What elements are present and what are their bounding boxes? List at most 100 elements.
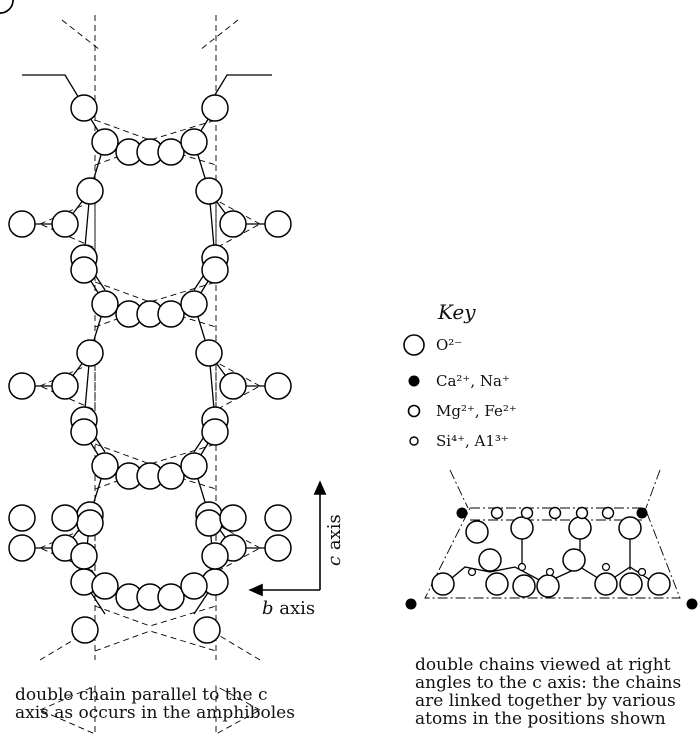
b-axis-letter: b: [262, 598, 274, 619]
c-axis-letter: c: [324, 555, 345, 566]
key-title: Key: [438, 300, 476, 324]
oxygen-atom: [264, 372, 292, 400]
oxygen-atom: [157, 300, 185, 328]
magnesium-iron-atom: [490, 506, 504, 520]
oxygen-atom: [70, 418, 98, 446]
end-view-cross-section: [405, 469, 698, 610]
oxygen-atom: [193, 616, 221, 644]
calcium-sodium-atom: [456, 507, 468, 519]
oxygen-atom: [619, 572, 643, 596]
oxygen-atom: [0, 0, 14, 14]
dash-dot-line: [645, 469, 661, 509]
oxygen-atom: [180, 452, 208, 480]
calcium-sodium-atom: [686, 598, 698, 610]
caption-left: double chain parallel to the c axis as o…: [15, 685, 295, 723]
double-chain-view: [0, 0, 292, 735]
oxygen-atom: [71, 616, 99, 644]
dashed-link: [94, 630, 217, 652]
calcium-sodium-icon: [408, 375, 420, 387]
magnesium-iron-atom: [548, 506, 562, 520]
dashed-link: [94, 144, 217, 166]
oxygen-atom: [512, 574, 536, 598]
oxygen-atom: [264, 534, 292, 562]
oxygen-atom: [647, 572, 671, 596]
caption-right: double chains viewed at right angles to …: [415, 655, 682, 729]
key-label-oxygen: O²⁻: [436, 336, 463, 354]
dashed-link: [61, 19, 101, 51]
b-axis-label: b axis: [262, 598, 315, 619]
oxygen-atom: [201, 94, 229, 122]
oxygen-atom: [219, 504, 247, 532]
dashed-link: [94, 306, 217, 328]
oxygen-atom: [8, 504, 36, 532]
oxygen-atom: [180, 290, 208, 318]
c-axis-word: axis: [324, 514, 345, 551]
oxygen-atom: [568, 516, 592, 540]
oxygen-icon: [403, 334, 425, 356]
oxygen-atom: [51, 504, 79, 532]
oxygen-atom: [562, 548, 586, 572]
dashed-link: [94, 468, 217, 490]
c-axis-label: c axis: [320, 510, 345, 570]
oxygen-atom: [8, 210, 36, 238]
oxygen-atom: [594, 572, 618, 596]
silicon-atom: [637, 567, 647, 577]
oxygen-atom: [195, 509, 223, 537]
oxygen-atom: [431, 572, 455, 596]
dashed-tetrahedron: [38, 685, 96, 735]
oxygen-atom: [510, 516, 534, 540]
magnesium-iron-atom: [520, 506, 534, 520]
calcium-sodium-atom: [405, 598, 417, 610]
dashed-link: [94, 281, 217, 303]
oxygen-atom: [264, 210, 292, 238]
oxygen-atom: [70, 256, 98, 284]
magnesium-iron-atom: [601, 506, 615, 520]
oxygen-atom: [618, 516, 642, 540]
silicon-atom: [545, 567, 555, 577]
oxygen-atom: [51, 210, 79, 238]
oxygen-atom: [157, 462, 185, 490]
oxygen-atom: [219, 372, 247, 400]
oxygen-atom: [157, 583, 185, 611]
calcium-sodium-atom: [636, 507, 648, 519]
oxygen-atom: [180, 572, 208, 600]
oxygen-atom: [91, 290, 119, 318]
oxygen-atom: [157, 138, 185, 166]
b-axis-word: axis: [279, 598, 316, 619]
oxygen-atom: [536, 574, 560, 598]
magnesium-iron-atom: [575, 506, 589, 520]
oxygen-atom: [478, 548, 502, 572]
oxygen-atom: [465, 520, 489, 544]
oxygen-atom: [180, 128, 208, 156]
silicon-atom: [467, 567, 477, 577]
oxygen-atom: [201, 256, 229, 284]
oxygen-atom: [219, 210, 247, 238]
silicon-atom: [517, 562, 527, 572]
key-label-calcium-sodium: Ca²⁺, Na⁺: [436, 372, 510, 390]
oxygen-atom: [91, 452, 119, 480]
axis-arrows: [248, 480, 327, 597]
silicon-atom: [601, 562, 611, 572]
dashed-link: [94, 443, 217, 465]
oxygen-atom: [195, 177, 223, 205]
dashed-tetrahedron: [215, 685, 261, 735]
oxygen-atom: [91, 128, 119, 156]
oxygen-atom: [76, 509, 104, 537]
silicon-aluminium-icon: [409, 436, 419, 446]
key-label-magnesium-iron: Mg²⁺, Fe²⁺: [436, 402, 517, 420]
oxygen-atom: [8, 372, 36, 400]
oxygen-atom: [70, 94, 98, 122]
dashed-link: [94, 119, 217, 141]
dash-dot-outline: [424, 507, 681, 599]
oxygen-atom: [485, 572, 509, 596]
oxygen-atom: [91, 572, 119, 600]
dashed-link: [94, 605, 217, 627]
oxygen-atom: [264, 504, 292, 532]
oxygen-atom: [76, 177, 104, 205]
oxygen-atom: [76, 339, 104, 367]
oxygen-atom: [8, 534, 36, 562]
key-icons: [403, 334, 425, 446]
key-label-silicon-aluminium: Si⁴⁺, A1³⁺: [436, 432, 509, 450]
dashed-link: [199, 19, 239, 51]
